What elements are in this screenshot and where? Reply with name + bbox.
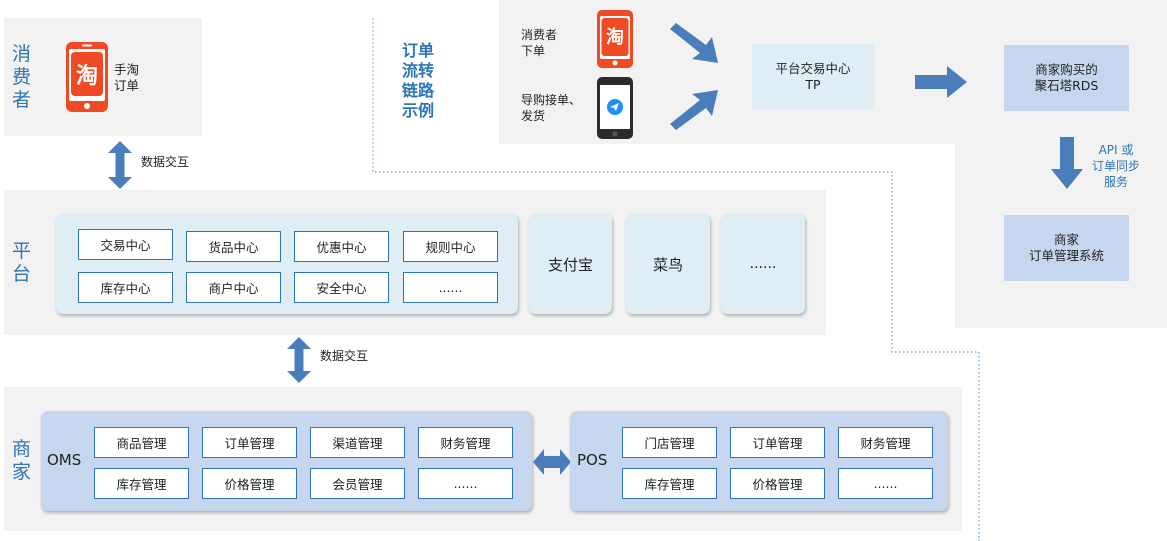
- oms-goods-mgmt: 商品管理: [94, 427, 189, 458]
- oms-member-mgmt: 会员管理: [310, 468, 405, 499]
- oms-price-mgmt: 价格管理: [202, 468, 297, 499]
- oms-pos-arrow: [533, 449, 571, 475]
- pos-price-mgmt: 价格管理: [730, 468, 825, 499]
- oms-more: ......: [418, 468, 513, 499]
- pos-finance-mgmt: 财务管理: [838, 427, 933, 458]
- module-goods-center: 货品中心: [186, 231, 281, 262]
- module-promo-center: 优惠中心: [294, 231, 389, 262]
- module-rule-center: 规则中心: [403, 231, 498, 262]
- flow-arrow-down: [1051, 137, 1083, 189]
- tp-box: 平台交易中心 TP: [752, 44, 874, 110]
- oms-label: OMS: [47, 451, 82, 469]
- taobao-small-phone-icon: 淘: [597, 10, 633, 68]
- merchant-title: 商家: [12, 438, 32, 483]
- module-more: ......: [403, 272, 498, 303]
- pos-inventory-mgmt: 库存管理: [622, 468, 717, 499]
- guide-order-step: 导购接单、 发货: [521, 93, 582, 123]
- module-trade-center: 交易中心: [78, 229, 173, 260]
- taobao-small-glyph: 淘: [606, 27, 624, 48]
- module-security-center: 安全中心: [294, 272, 389, 303]
- oms-channel-mgmt: 渠道管理: [310, 427, 405, 458]
- consumer-title: 消费者: [12, 43, 32, 111]
- oms-finance-mgmt: 财务管理: [418, 427, 513, 458]
- pos-more: ......: [838, 468, 933, 499]
- exchange-label-mid: 数据交互: [320, 349, 369, 363]
- flow-arrow-right: [915, 66, 967, 98]
- platform-title: 平台: [12, 240, 32, 285]
- exchange-label-top: 数据交互: [141, 155, 190, 169]
- order-flow-left-panel: [499, 0, 955, 144]
- merchant-order-system-box: 商家 订单管理系统: [1004, 215, 1129, 281]
- flow-arrow-up-right: [670, 90, 718, 130]
- oms-order-mgmt: 订单管理: [202, 427, 297, 458]
- service-more: ......: [721, 214, 805, 314]
- service-alipay: 支付宝: [529, 214, 612, 314]
- taobao-phone-icon: 淘: [66, 42, 108, 112]
- rds-box: 商家购买的 聚石塔RDS: [1004, 45, 1129, 111]
- exchange-arrow-top: [108, 141, 132, 189]
- module-merchant-center: 商户中心: [186, 272, 281, 303]
- sync-label: API 或 订单同步 服务: [1091, 143, 1140, 189]
- consumer-order-step: 消费者 下单: [521, 28, 558, 58]
- taobao-glyph: 淘: [75, 64, 98, 89]
- pos-order-mgmt: 订单管理: [730, 427, 825, 458]
- exchange-arrow-mid: [287, 337, 311, 383]
- flow-arrow-down-right: [670, 23, 718, 63]
- service-cainiao: 菜鸟: [626, 214, 710, 314]
- consumer-app-label: 手淘 订单: [114, 62, 140, 93]
- module-inventory-center: 库存中心: [78, 272, 173, 303]
- pos-store-mgmt: 门店管理: [622, 427, 717, 458]
- guide-phone-icon: [597, 77, 633, 139]
- order-flow-title: 订单流转链路示例: [402, 41, 435, 120]
- oms-inventory-mgmt: 库存管理: [94, 468, 189, 499]
- pos-label: POS: [577, 451, 608, 469]
